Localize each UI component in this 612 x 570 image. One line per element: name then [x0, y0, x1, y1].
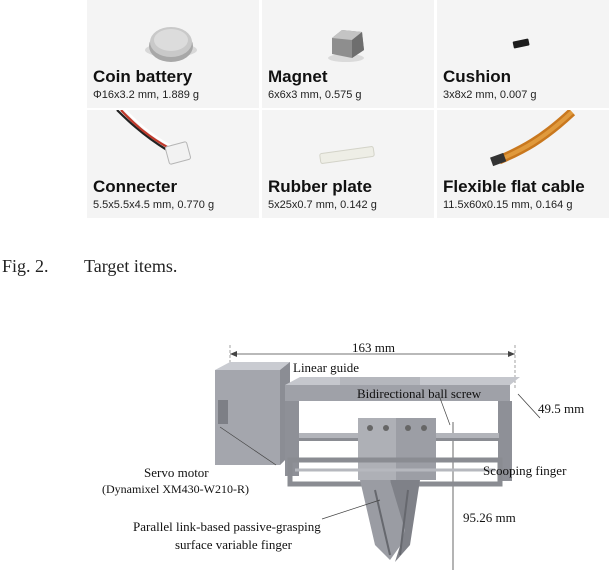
dim-width-label: 163 mm: [352, 340, 395, 355]
item-spec: 6x6x3 mm, 0.575 g: [268, 89, 362, 101]
item-cell-connecter: Connecter 5.5x5.5x4.5 mm, 0.770 g: [87, 110, 259, 218]
caption-text: Target items.: [84, 256, 178, 276]
gripper-figure: 163 mm 49.5 mm 95.26 mm Linear guide Bid…: [90, 330, 612, 570]
item-spec: 3x8x2 mm, 0.007 g: [443, 89, 537, 101]
rubber-plate-icon: [319, 146, 375, 164]
item-cell-magnet: Magnet 6x6x3 mm, 0.575 g: [262, 0, 434, 108]
item-spec: 11.5x60x0.15 mm, 0.164 g: [443, 199, 573, 211]
item-name: Magnet: [268, 67, 328, 86]
flat-cable-icon: [490, 110, 576, 167]
scooping-finger-label: Scooping finger: [483, 463, 567, 478]
item-cell-rubber-plate: Rubber plate 5x25x0.7 mm, 0.142 g: [262, 110, 434, 218]
dim-depth-label: 49.5 mm: [538, 401, 585, 416]
cushion-icon: [512, 38, 530, 49]
item-cell-cushion: Cushion 3x8x2 mm, 0.007 g: [437, 0, 609, 108]
item-name: Coin battery: [93, 67, 193, 86]
coin-battery-icon: [145, 27, 197, 62]
item-name: Cushion: [443, 67, 511, 86]
linear-guide-label: Linear guide: [293, 360, 360, 375]
servo-model-label: (Dynamixel XM430-W210-R): [102, 482, 249, 496]
target-items-grid: Coin battery Φ16x3.2 mm, 1.889 g Magnet …: [87, 0, 609, 218]
servo-motor-label: Servo motor: [144, 465, 209, 480]
item-name: Flexible flat cable: [443, 177, 585, 196]
connector-icon: [116, 110, 192, 165]
item-cell-coin-battery: Coin battery Φ16x3.2 mm, 1.889 g: [87, 0, 259, 108]
ball-screw-label: Bidirectional ball screw: [357, 386, 482, 401]
item-spec: 5x25x0.7 mm, 0.142 g: [268, 199, 377, 211]
item-spec: Φ16x3.2 mm, 1.889 g: [93, 89, 199, 101]
magnet-icon: [328, 30, 364, 62]
item-cell-flexible-flat-cable: Flexible flat cable 11.5x60x0.15 mm, 0.1…: [437, 110, 609, 218]
caption-number: Fig. 2.: [2, 256, 49, 276]
item-name: Rubber plate: [268, 177, 372, 196]
dim-height-label: 95.26 mm: [463, 510, 516, 525]
figure-caption: Fig. 2. Target items.: [2, 256, 177, 277]
parallel-finger-label-line1: Parallel link-based passive-grasping: [133, 519, 321, 534]
item-spec: 5.5x5.5x4.5 mm, 0.770 g: [93, 199, 215, 211]
item-name: Connecter: [93, 177, 178, 196]
parallel-finger-label-line2: surface variable finger: [175, 537, 292, 552]
gripper-drawing: [215, 345, 541, 570]
